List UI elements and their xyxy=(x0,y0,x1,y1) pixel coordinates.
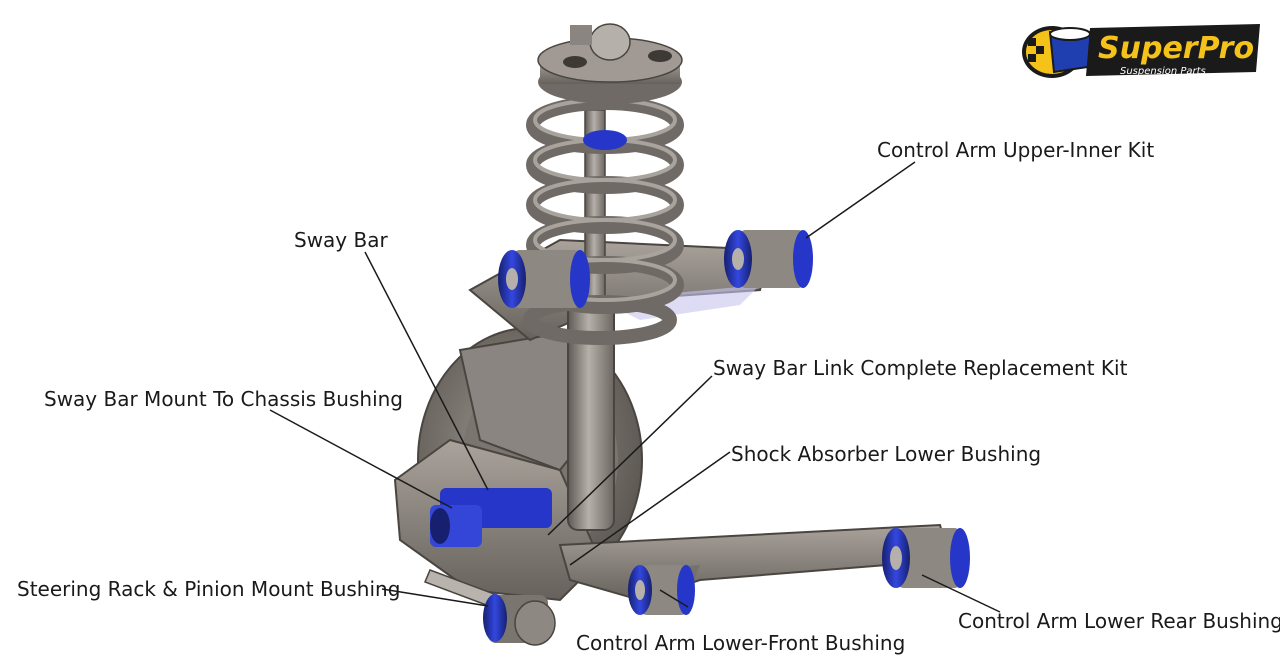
svg-text:Suspension Parts: Suspension Parts xyxy=(1120,66,1206,77)
bushing-lower-rear xyxy=(882,528,970,588)
leader-sway-bar-mount xyxy=(269,409,453,509)
bushing-steering-rack xyxy=(483,594,556,646)
leader-sway-bar xyxy=(364,251,489,491)
strut-top-mount xyxy=(537,23,683,150)
label-control-arm-upper-inner: Control Arm Upper-Inner Kit xyxy=(877,138,1155,162)
label-steering-rack: Steering Rack & Pinion Mount Bushing xyxy=(17,577,401,601)
bushing-sway-bar-mount xyxy=(430,488,552,547)
leader-control-arm-lower-front xyxy=(659,589,689,608)
label-sway-bar: Sway Bar xyxy=(294,228,388,252)
label-sway-bar-mount: Sway Bar Mount To Chassis Bushing xyxy=(44,387,404,411)
leader-steering-rack xyxy=(381,588,489,607)
svg-text:SuperPro: SuperPro xyxy=(1098,31,1254,66)
superpro-logo: SuperPro Suspension Parts xyxy=(1020,16,1270,88)
label-control-arm-lower-front: Control Arm Lower-Front Bushing xyxy=(576,631,906,655)
leader-control-arm-upper-inner xyxy=(805,161,916,239)
superpro-logo-mark: SuperPro Suspension Parts xyxy=(1022,24,1260,78)
label-shock-absorber-lower: Shock Absorber Lower Bushing xyxy=(731,442,1042,466)
label-sway-bar-link: Sway Bar Link Complete Replacement Kit xyxy=(713,356,1128,380)
leader-lines xyxy=(269,161,1001,613)
bushing-lower-front xyxy=(628,565,695,615)
leader-control-arm-lower-rear xyxy=(921,574,1001,613)
bushing-upper-left xyxy=(498,250,590,308)
label-control-arm-lower-rear: Control Arm Lower Rear Bushing xyxy=(958,609,1280,633)
leader-shock-absorber-lower xyxy=(569,451,731,566)
leader-sway-bar-link xyxy=(547,375,713,536)
bushing-upper-inner xyxy=(724,230,813,288)
strut-body xyxy=(567,109,615,531)
